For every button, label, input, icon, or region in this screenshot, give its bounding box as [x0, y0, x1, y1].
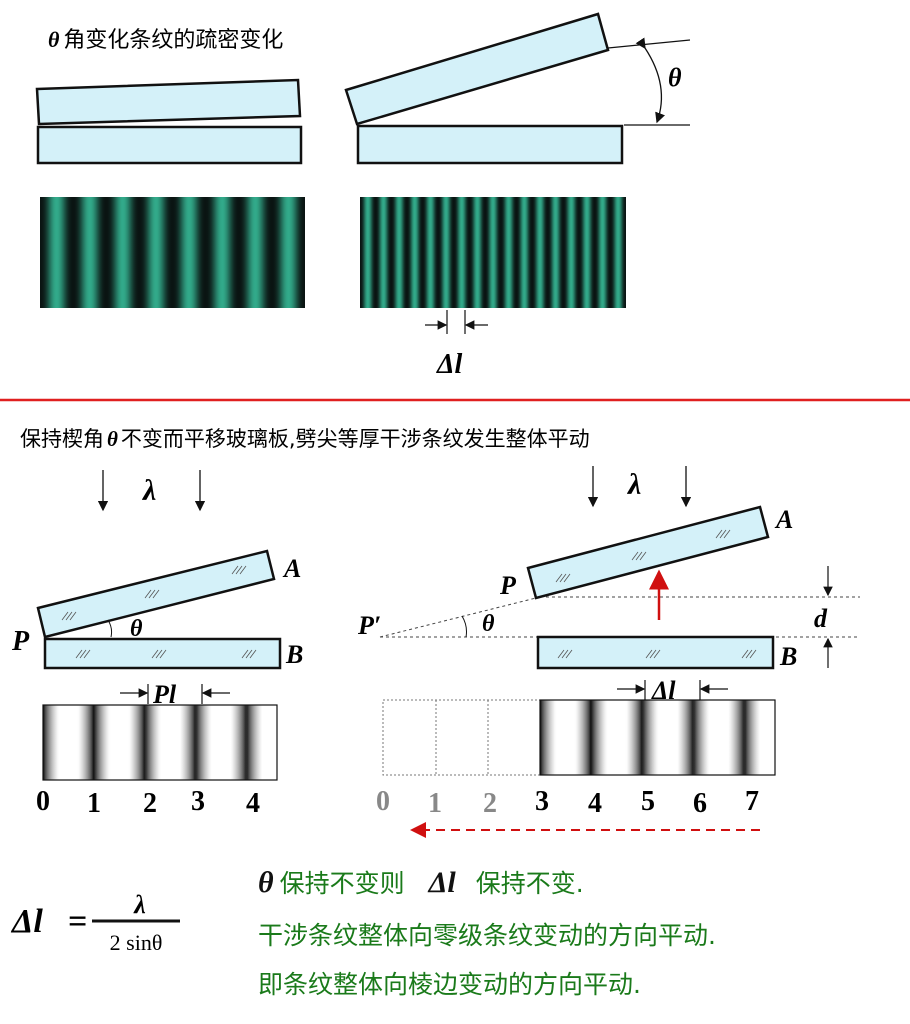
wavelength-label: λ: [626, 468, 641, 501]
fringe-pattern: [539, 699, 776, 776]
formula-numerator: λ: [133, 890, 146, 919]
right-wedge-diagram: λ θ P′ P A B d Δl: [357, 466, 860, 838]
small-angle-top-plate: [35, 78, 302, 126]
fringe-pattern: [42, 704, 278, 781]
dense-fringe-pattern: [360, 197, 626, 308]
point-p-prime-label: P′: [357, 611, 381, 640]
angle-label: θ: [482, 611, 495, 637]
wavelength-label: λ: [141, 474, 156, 507]
order-label: 3: [191, 786, 205, 817]
small-angle-bottom-plate: [36, 125, 303, 165]
order-label: 4: [588, 788, 602, 819]
plate-a: [526, 505, 770, 600]
plate-b: [536, 635, 775, 670]
plate-b-label: B: [285, 640, 303, 669]
formula-denominator: 2 sinθ: [110, 930, 163, 955]
large-angle-top-plate: [344, 12, 610, 126]
order-label: 0: [376, 786, 390, 817]
spacing-formula: Δl = λ 2 sinθ: [10, 890, 180, 955]
order-label: 7: [745, 786, 759, 817]
order-label: 0: [36, 786, 50, 817]
order-label: 2: [483, 788, 497, 819]
left-wedge-diagram: λ θ P A B Ρl 0 1 2 3 4: [11, 470, 303, 819]
order-label: 1: [87, 788, 101, 819]
plate-b: [43, 637, 282, 670]
formula-lhs: Δl: [10, 903, 43, 940]
order-label: 1: [428, 788, 442, 819]
order-label: 4: [246, 788, 260, 819]
vacated-region: [382, 699, 541, 776]
plate-a-label: A: [282, 554, 301, 583]
conclusion-line-3: 即条纹整体向棱边变动的方向平动.: [258, 970, 641, 999]
spacing-label: Ρl: [152, 680, 177, 709]
conclusion-line-2: 干涉条纹整体向零级条纹变动的方向平动.: [258, 921, 716, 950]
point-p-label: P: [499, 571, 517, 600]
formula-equals: =: [68, 903, 87, 940]
angle-indicator: θ: [607, 37, 691, 126]
plate-b-label: B: [779, 642, 797, 671]
angle-label: θ: [668, 63, 682, 92]
order-label: 6: [693, 788, 707, 819]
shift-distance-label: d: [814, 604, 828, 633]
point-p-label: P: [11, 626, 30, 657]
order-label: 3: [535, 786, 549, 817]
plate-a-label: A: [774, 505, 793, 534]
angle-label: θ: [130, 616, 143, 642]
order-label: 5: [641, 786, 655, 817]
sparse-fringe-pattern: [40, 197, 305, 308]
large-angle-bottom-plate: [356, 124, 624, 165]
spacing-label: Δl: [436, 349, 463, 380]
order-label: 2: [143, 788, 157, 819]
top-spacing-marker: Δl: [425, 310, 488, 380]
